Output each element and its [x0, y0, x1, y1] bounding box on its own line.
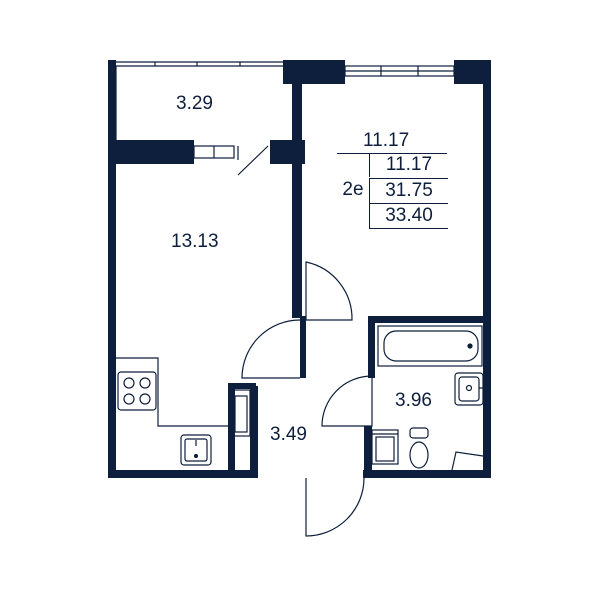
washbasin-icon — [454, 372, 484, 406]
stove-icon — [117, 371, 157, 411]
washing-machine-icon — [231, 389, 251, 437]
hall-area-label: 3.49 — [270, 424, 307, 445]
bathroom-area-label: 3.96 — [395, 390, 432, 411]
wall-top-balcony-left — [108, 60, 116, 68]
wall-kitchen-bottom — [228, 383, 256, 389]
balcony-area-label: 3.29 — [176, 93, 213, 114]
wall-right — [483, 60, 491, 478]
area-legend: 2е 11.17 31.75 33.40 — [337, 153, 448, 229]
wall-bath-left-bottom — [364, 426, 372, 478]
toilet-icon — [409, 427, 429, 469]
wall-balcony-bottom-a — [108, 140, 194, 164]
wall-bath-left-top — [368, 316, 375, 378]
wall-center-vertical — [292, 80, 302, 318]
bedroom-area-label: 11.17 — [363, 130, 410, 151]
sink-icon — [180, 434, 212, 466]
wall-bottom-right — [363, 470, 491, 478]
kitchen-area-label: 13.13 — [171, 231, 219, 252]
wall-bottom-left — [108, 470, 255, 478]
wall-hall-left2 — [250, 386, 258, 478]
apartment-type: 2е — [342, 179, 364, 200]
wall-hall-right — [300, 316, 306, 378]
wall-center — [283, 60, 305, 84]
legend-total-area: 31.75 — [369, 178, 448, 203]
legend-total-with-balcony: 33.40 — [369, 203, 448, 229]
bathtub-icon — [377, 325, 483, 367]
wall-left — [108, 60, 116, 478]
wall-top-right-b — [454, 60, 491, 84]
legend-living-area: 11.17 — [369, 153, 448, 177]
window-icon — [344, 65, 455, 77]
door-icon — [193, 145, 269, 176]
wall-bath-top — [368, 316, 491, 323]
